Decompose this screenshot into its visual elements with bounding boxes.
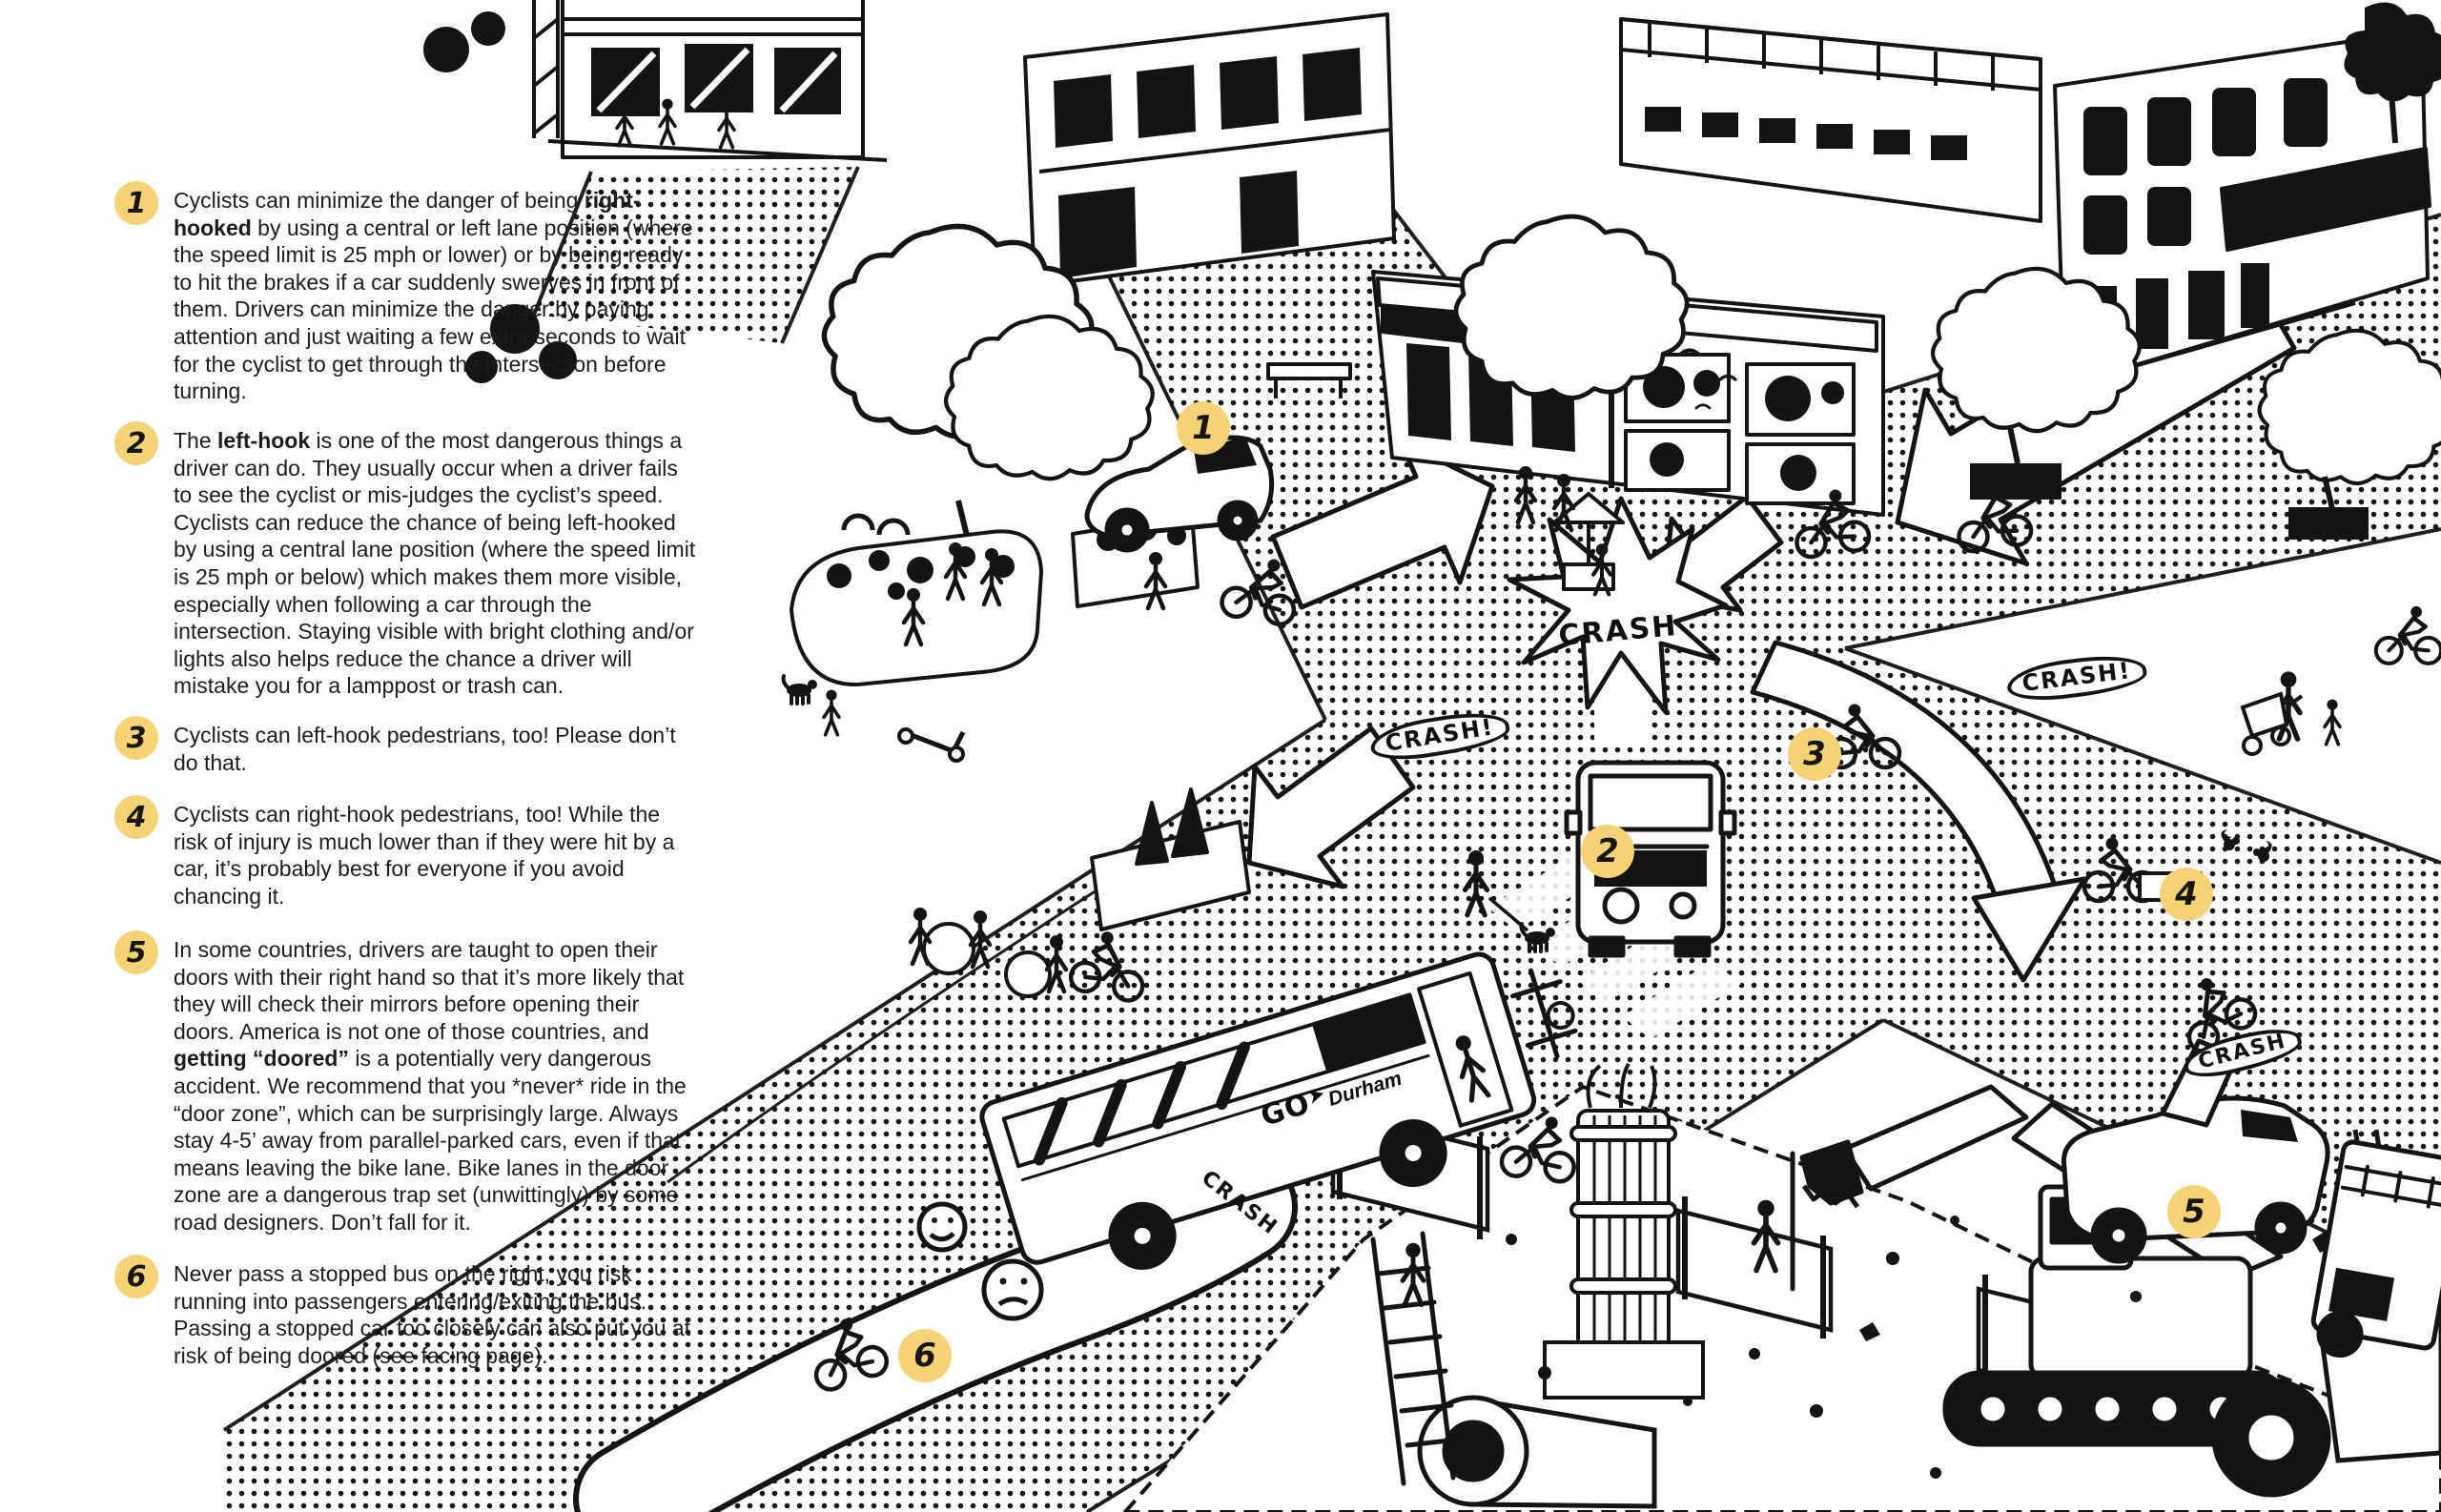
note-text-segment: In some countries, drivers are taught to… — [174, 937, 685, 1044]
smiley-face-icon — [916, 1201, 968, 1253]
note-text-segment: by using a central or left lane position… — [174, 215, 693, 404]
starburst — [1507, 496, 1729, 715]
note-text-segment: Cyclists can right-hook pedestrians, too… — [174, 802, 675, 909]
note-text: In some countries, drivers are taught to… — [174, 936, 696, 1236]
scene-marker-badge: 2 — [1581, 825, 1634, 878]
note-text: Cyclists can left-hook pedestrians, too!… — [174, 722, 696, 776]
go-durham-bus — [979, 951, 1620, 1270]
people — [615, 96, 2441, 1394]
note-item: 1 Cyclists can minimize the danger of bei… — [114, 181, 696, 405]
note-text: Cyclists can right-hook pedestrians, too… — [174, 801, 696, 909]
note-text-segment: The — [174, 428, 218, 453]
note-text: The left-hook is one of the most dangero… — [174, 427, 696, 700]
note-number-badge: 6 — [114, 1255, 158, 1298]
note-text-segment: left-hook — [217, 428, 311, 453]
scene-marker-badge: 5 — [2167, 1185, 2221, 1238]
note-item: 2 The left-hook is one of the most danger… — [114, 421, 696, 700]
note-item: 6 Never pass a stopped bus on the right, … — [114, 1255, 696, 1369]
trees — [423, 11, 2441, 541]
note-text-segment: Cyclists can left-hook pedestrians, too!… — [174, 723, 676, 775]
note-number-badge: 1 — [114, 181, 158, 225]
scene-marker-badge: 4 — [2160, 868, 2213, 921]
note-number-badge: 2 — [114, 421, 158, 465]
frowny-face-icon — [981, 1258, 1044, 1321]
ladder-truck — [2310, 1139, 2441, 1359]
note-text-segment: right-hooked — [174, 188, 641, 240]
note-text: Never pass a stopped bus on the right, y… — [174, 1260, 696, 1369]
scene-marker-badge: 3 — [1788, 727, 1841, 781]
note-item: 5 In some countries, drivers are taught t… — [114, 930, 696, 1236]
note-item: 3 Cyclists can left-hook pedestrians, too… — [114, 716, 696, 776]
note-text-segment: Cyclists can minimize the danger of bein… — [174, 188, 585, 213]
vehicles — [979, 435, 2441, 1359]
doored-car — [2061, 1038, 2330, 1264]
scene-marker-badge: 6 — [898, 1329, 952, 1382]
plaza — [790, 362, 1625, 998]
van-left-hook — [1564, 760, 1737, 958]
note-text-segment: is a potentially very dangerous accident… — [174, 1046, 687, 1235]
note-text-segment: getting “doored” — [174, 1046, 349, 1072]
note-text: Cyclists can minimize the danger of bein… — [174, 187, 696, 405]
notes-column: 1 Cyclists can minimize the danger of bei… — [114, 0, 698, 1512]
note-text-segment: Never pass a stopped bus on the right, y… — [174, 1261, 691, 1368]
note-number-badge: 5 — [114, 930, 158, 974]
car-right-hook — [1084, 435, 1275, 553]
note-item: 4 Cyclists can right-hook pedestrians, to… — [114, 795, 696, 909]
scene-marker-badge: 1 — [1177, 401, 1230, 455]
buildings — [532, 0, 2441, 517]
note-number-badge: 4 — [114, 795, 158, 839]
note-number-badge: 3 — [114, 716, 158, 760]
note-text-segment: is one of the most dangerous things a dr… — [174, 428, 696, 699]
